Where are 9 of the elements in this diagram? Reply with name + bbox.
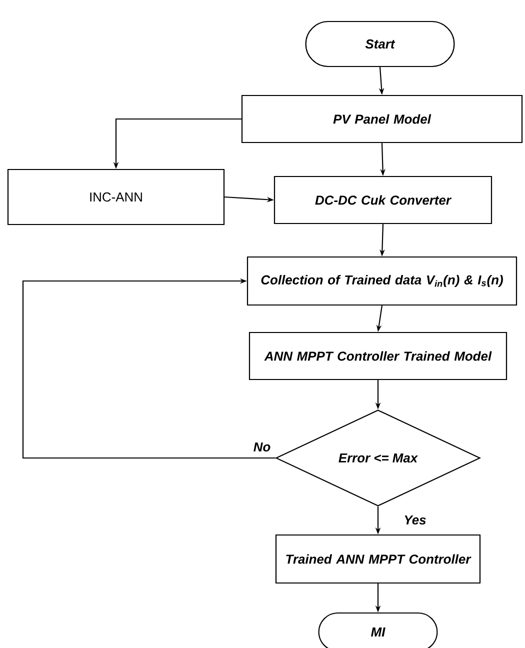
edge-label: No [252, 442, 272, 453]
process-box: INC-ANN [7, 168, 225, 226]
process-box: ANN MPPT Controller Trained Model [248, 332, 508, 380]
process-box: Collection of Trained data V$_{in}$(n) & I$_{s}$(n) [246, 256, 518, 306]
process-box: DC-DC Cuk Converter [274, 176, 492, 224]
edge-label: Yes [402, 514, 428, 526]
arrow [22, 278, 276, 459]
process-box: Trained ANN MPPT Controller [275, 534, 481, 584]
process-box: PV Panel Model [241, 94, 523, 144]
